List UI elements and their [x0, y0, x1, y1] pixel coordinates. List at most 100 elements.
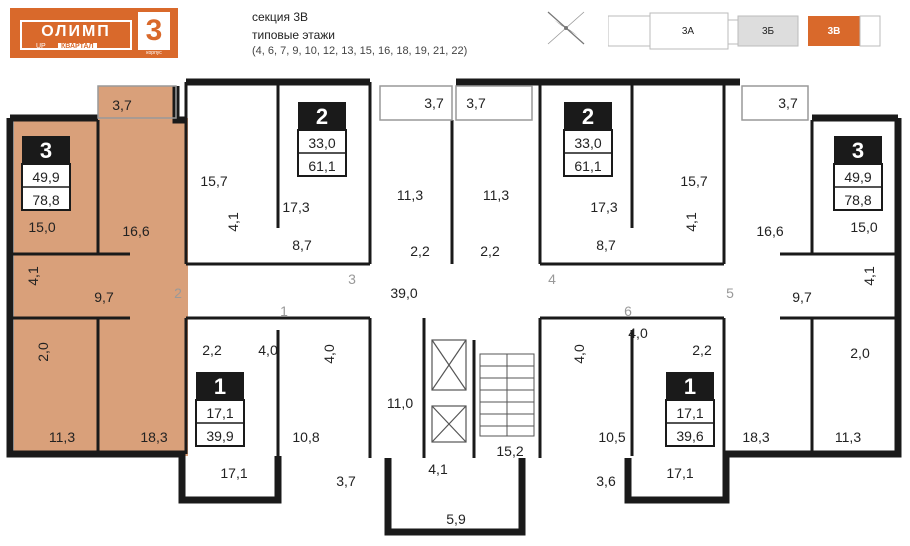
badge-rooms: 2	[582, 104, 594, 129]
area-label: 17,3	[282, 199, 309, 215]
area-label: 18,3	[742, 429, 769, 445]
area-label: 11,0	[387, 395, 413, 411]
badge-total: 39,9	[206, 428, 233, 444]
door-number: 4	[548, 271, 556, 287]
area-label: 18,3	[140, 429, 167, 445]
door-number: 6	[624, 303, 632, 319]
area-label: 8,7	[596, 237, 616, 253]
area-label: 15,0	[28, 219, 55, 235]
apartment-badge[interactable]: 1 17,1 39,9	[195, 372, 245, 447]
badge-total: 61,1	[574, 158, 601, 174]
apartment-badge[interactable]: 3 49,9 78,8	[833, 136, 883, 211]
area-label: 8,7	[292, 237, 312, 253]
door-number: 2	[174, 285, 182, 301]
area-label: 4,0	[628, 325, 648, 341]
logo-korpus: корпус	[146, 50, 162, 56]
badge-total: 61,1	[308, 158, 335, 174]
logo-up: UP	[36, 43, 46, 50]
badge-rooms: 3	[852, 138, 864, 163]
badge-rooms: 2	[316, 104, 328, 129]
minimap-label-3a: 3А	[682, 26, 695, 37]
area-label: 4,0	[258, 342, 278, 358]
area-label: 9,7	[792, 289, 812, 305]
apartment-badge[interactable]: 2 33,0 61,1	[297, 102, 347, 177]
apartment-badge[interactable]: 3 49,9 78,8	[21, 136, 71, 211]
logo-number: 3	[138, 12, 170, 50]
badge-living: 33,0	[574, 135, 601, 151]
area-label: 17,3	[590, 199, 617, 215]
area-label: 4,1	[225, 212, 241, 232]
room-area-labels: 3,7 15,0 16,6 4,1 9,7 2,0 11,3 18,3 15,7…	[25, 95, 878, 527]
area-label: 16,6	[756, 223, 783, 239]
area-label: 5,9	[446, 511, 466, 527]
section-subtitle: типовые этажи	[252, 28, 336, 42]
brand-logo: ОЛИМП UP КВАРТАЛ 3 корпус	[10, 8, 178, 58]
area-label: 2,2	[202, 342, 222, 358]
section-title: секция 3В	[252, 10, 309, 24]
area-label: 10,5	[598, 429, 625, 445]
apartment-badge[interactable]: 2 33,0 61,1	[563, 102, 613, 177]
entrance-numbers: 2 3 1 4 5 6	[174, 271, 734, 319]
interior-walls	[10, 82, 898, 458]
badge-living: 17,1	[676, 405, 703, 421]
badge-total: 78,8	[844, 192, 871, 208]
area-label: 17,1	[666, 465, 693, 481]
area-label: 15,7	[680, 173, 707, 189]
area-label: 11,3	[483, 187, 509, 203]
minimap-section-3v[interactable]	[808, 16, 860, 46]
badge-rooms: 1	[684, 374, 696, 399]
minimap-section-3a[interactable]	[649, 12, 729, 50]
minimap-label-3b: 3Б	[762, 26, 775, 37]
badge-living: 33,0	[308, 135, 335, 151]
area-label: 11,3	[835, 429, 861, 445]
area-label: 2,0	[850, 345, 870, 361]
minimap-label-3v: 3В	[828, 26, 841, 37]
elevators	[431, 339, 467, 443]
badge-living: 49,9	[32, 169, 59, 185]
area-label: 4,1	[428, 461, 448, 477]
door-number: 1	[280, 303, 288, 319]
badge-living: 17,1	[206, 405, 233, 421]
door-number: 5	[726, 285, 734, 301]
outer-walls	[6, 78, 902, 536]
highlighted-apartment	[14, 86, 188, 456]
compass-icon	[547, 11, 585, 45]
badge-total: 78,8	[32, 192, 59, 208]
minimap-section-3b[interactable]	[737, 15, 799, 47]
badge-rooms: 1	[214, 374, 226, 399]
logo-kvartal: КВАРТАЛ	[58, 43, 97, 50]
area-label: 4,0	[571, 344, 587, 364]
logo-name: ОЛИМП	[41, 23, 111, 40]
area-label: 4,1	[861, 266, 877, 286]
section-minimap: 3А 3Б 3В	[608, 12, 881, 50]
staircase	[479, 353, 535, 437]
area-label: 3,7	[112, 97, 132, 113]
area-label: 3,7	[778, 95, 798, 111]
badge-total: 39,6	[676, 428, 703, 444]
area-label: 39,0	[390, 285, 417, 301]
balconies	[97, 85, 809, 121]
badge-rooms: 3	[40, 138, 52, 163]
area-label: 11,3	[397, 187, 423, 203]
apartment-badge[interactable]: 1 17,1 39,6	[665, 372, 715, 447]
area-label: 10,8	[292, 429, 319, 445]
badge-living: 49,9	[844, 169, 871, 185]
area-label: 2,2	[410, 243, 430, 259]
area-label: 9,7	[94, 289, 114, 305]
area-label: 3,7	[424, 95, 444, 111]
area-label: 11,3	[49, 429, 75, 445]
area-label: 15,2	[496, 443, 523, 459]
area-label: 3,6	[596, 473, 616, 489]
area-label: 3,7	[336, 473, 356, 489]
area-label: 3,7	[466, 95, 486, 111]
area-label: 17,1	[220, 465, 247, 481]
area-label: 16,6	[122, 223, 149, 239]
area-label: 2,2	[692, 342, 712, 358]
area-label: 4,0	[321, 344, 337, 364]
door-number: 3	[348, 271, 356, 287]
area-label: 4,1	[683, 212, 699, 232]
area-label: 2,0	[35, 342, 51, 362]
area-label: 2,2	[480, 243, 500, 259]
area-label: 15,7	[200, 173, 227, 189]
